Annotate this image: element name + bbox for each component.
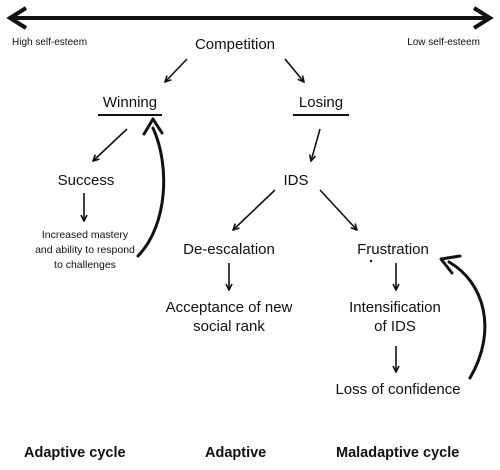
arrow-competition-losing (284, 58, 304, 82)
arrow-losing-ids (311, 128, 321, 161)
de-escalation-label: De-escalation (183, 241, 275, 258)
losing-label: Losing (298, 94, 344, 111)
loss-of-confidence-label: Loss of confidence (335, 381, 461, 398)
acceptance-text: Acceptance of new social rank (150, 299, 308, 337)
ids-label: IDS (283, 172, 309, 189)
high-self-esteem-label: High self-esteem (12, 37, 88, 48)
intensification-line-2: of IDS (374, 317, 416, 335)
self-esteem-axis (6, 6, 494, 30)
arrow-winning-success (93, 128, 128, 161)
adaptive-cycle-caption: Adaptive cycle (24, 445, 126, 461)
arrow-competition-winning (165, 58, 188, 82)
competition-label: Competition (194, 36, 276, 53)
increased-mastery-text: Increased mastery and ability to respond… (10, 228, 160, 274)
success-label: Success (57, 172, 115, 189)
maladaptive-cycle-caption: Maladaptive cycle (336, 445, 460, 461)
arrow-ids-frustration (319, 189, 357, 230)
stray-dot (369, 259, 373, 263)
frustration-label: Frustration (357, 241, 429, 258)
maladaptive-cycle-loop-arrow (439, 254, 487, 380)
adaptive-cycle-loop-arrow (136, 117, 166, 258)
acceptance-line-1: Acceptance of new (165, 299, 293, 316)
acceptance-line-2: social rank (193, 317, 265, 335)
arrow-ids-deescalation (233, 189, 276, 230)
winning-label: Winning (102, 94, 158, 111)
adaptive-caption: Adaptive (205, 445, 267, 461)
increased-mastery-line-3: to challenges (54, 259, 116, 272)
intensification-text: Intensification of IDS (330, 299, 460, 337)
intensification-line-1: Intensification (349, 299, 441, 316)
increased-mastery-line-2: and ability to respond (35, 244, 135, 257)
increased-mastery-line-1: Increased mastery (41, 229, 129, 241)
low-self-esteem-label: Low self-esteem (407, 37, 480, 48)
